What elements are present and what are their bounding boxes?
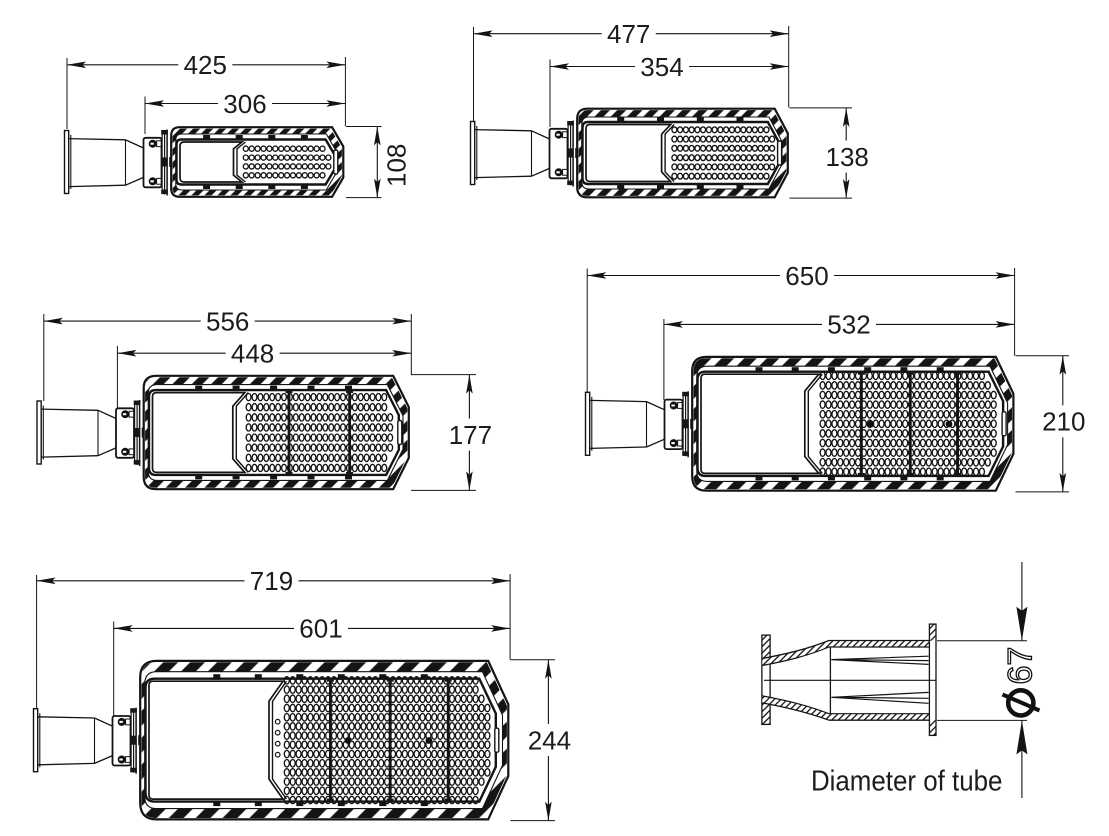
svg-text:448: 448 — [231, 339, 274, 369]
svg-text:177: 177 — [449, 420, 492, 450]
svg-text:306: 306 — [223, 89, 266, 119]
svg-text:532: 532 — [827, 310, 870, 340]
svg-text:138: 138 — [826, 142, 869, 172]
svg-text:477: 477 — [607, 19, 650, 49]
svg-text:67: 67 — [1002, 647, 1040, 685]
svg-text:719: 719 — [250, 566, 293, 596]
svg-text:244: 244 — [528, 725, 571, 755]
svg-text:601: 601 — [299, 614, 342, 644]
svg-text:425: 425 — [184, 50, 227, 80]
svg-text:354: 354 — [640, 52, 683, 82]
svg-text:108: 108 — [381, 144, 411, 187]
svg-text:Diameter of tube: Diameter of tube — [811, 766, 1003, 798]
svg-text:210: 210 — [1042, 407, 1085, 437]
svg-text:556: 556 — [206, 306, 249, 336]
svg-text:650: 650 — [785, 261, 828, 291]
